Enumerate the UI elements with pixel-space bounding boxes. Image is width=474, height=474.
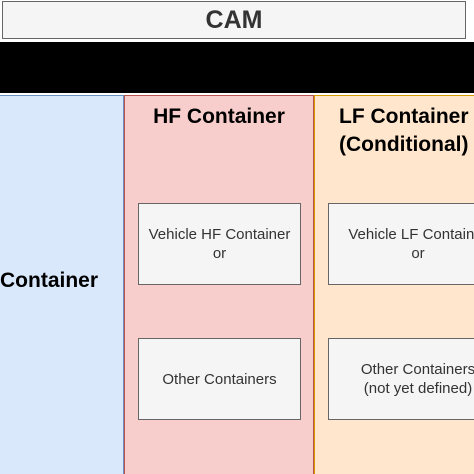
hf-container-title: HF Container	[153, 105, 285, 128]
vehicle-lf-container-box: Vehicle LF Container or	[328, 203, 474, 285]
vehicle-lf-container-label: Vehicle LF Container	[348, 226, 474, 243]
lf-container-column: LF Container (Conditional) Vehicle LF Co…	[314, 95, 474, 474]
other-lf-containers-box: Other Containers (not yet defined)	[328, 338, 474, 420]
cam-header-box: CAM	[2, 1, 466, 39]
vehicle-hf-container-label: Vehicle HF Container	[148, 226, 291, 243]
or-label: or	[411, 245, 425, 262]
basic-container-title: Container	[0, 269, 99, 292]
black-band	[0, 42, 474, 93]
or-label: or	[212, 245, 227, 262]
lf-container-title: LF Container (Conditional)	[339, 103, 469, 159]
lf-container-title-line2: (Conditional)	[339, 133, 469, 156]
cam-title: CAM	[205, 5, 263, 34]
lf-container-title-line1: LF Container	[339, 105, 469, 128]
other-containers-label: Other Containers	[162, 370, 277, 388]
vehicle-hf-container-box: Vehicle HF Container or	[138, 203, 301, 285]
hf-container-column: HF Container Vehicle HF Container or Oth…	[124, 95, 314, 474]
other-hf-containers-box: Other Containers	[138, 338, 301, 420]
other-containers-label: Other Containers	[360, 361, 474, 378]
not-yet-defined-label: (not yet defined)	[363, 380, 473, 397]
basic-container-column: Container	[0, 95, 124, 474]
